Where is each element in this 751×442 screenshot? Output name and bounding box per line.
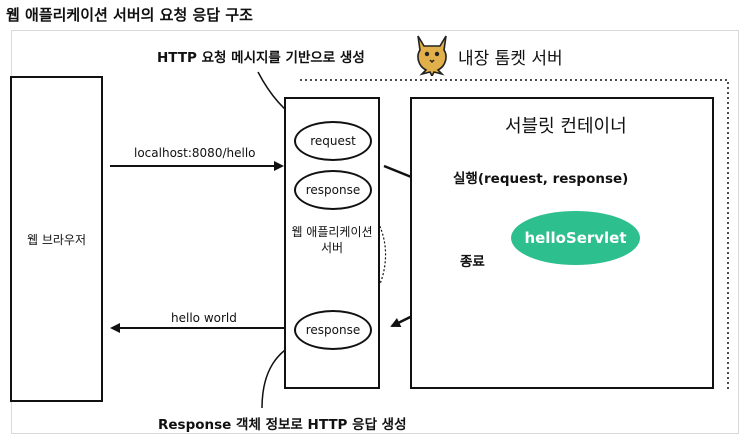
- was-label-line2: 서버: [320, 241, 344, 255]
- web-browser-label: 웹 브라우저: [26, 233, 86, 247]
- servlet-container-label: 서블릿 컨테이너: [505, 116, 627, 137]
- hello-world-label: hello world: [171, 311, 237, 325]
- request-oval: request: [294, 121, 372, 161]
- response-oval-bottom-label: response: [305, 323, 361, 337]
- url-label: localhost:8080/hello: [134, 146, 256, 160]
- hello-servlet-node: helloServlet: [511, 211, 640, 265]
- response-note: Response 객체 정보로 HTTP 응답 생성: [158, 417, 407, 433]
- web-browser-box: [10, 76, 103, 402]
- finish-label: 종료: [460, 254, 485, 270]
- tomcat-cat-icon: [417, 35, 447, 76]
- was-label: 웹 애플리케이션 서버: [284, 224, 380, 256]
- request-note: HTTP 요청 메시지를 기반으로 생성: [157, 50, 365, 66]
- hello-servlet-label: helloServlet: [524, 229, 627, 247]
- was-label-line1: 웹 애플리케이션: [291, 225, 373, 239]
- page-title: 웹 애플리케이션 서버의 요청 응답 구조: [6, 6, 253, 24]
- response-oval-top-label: response: [305, 183, 361, 197]
- execute-label: 실행(request, response): [453, 171, 629, 187]
- tomcat-label: 내장 톰켓 서버: [458, 49, 563, 69]
- response-oval-bottom: response: [294, 310, 372, 350]
- response-oval-top: response: [294, 170, 372, 210]
- request-oval-label: request: [310, 134, 356, 148]
